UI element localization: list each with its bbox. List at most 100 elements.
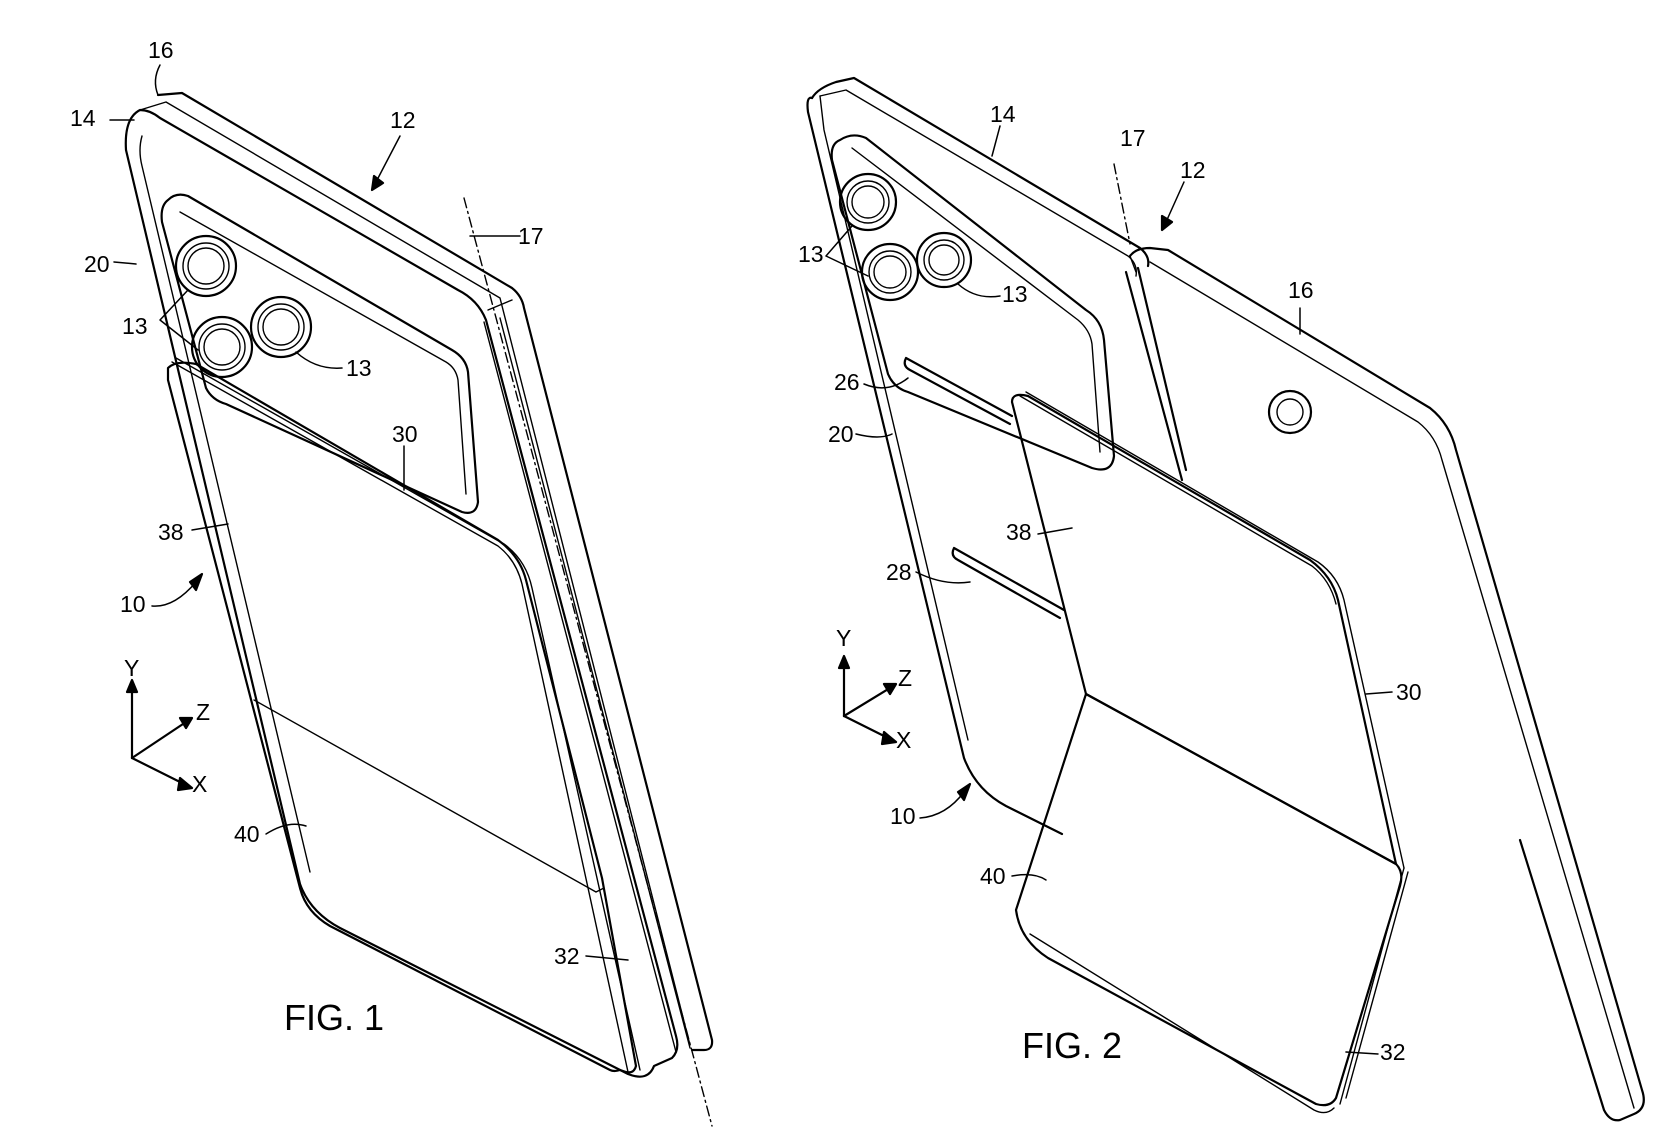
fig1-panel-16-inner-edge xyxy=(139,101,691,1046)
fig2-label-13b: 13 xyxy=(1002,281,1028,307)
fig1-label-13b: 13 xyxy=(346,355,372,381)
fig2-kickstand-38 xyxy=(1010,393,1398,866)
fig2-label-16: 16 xyxy=(1288,277,1314,303)
fig1-kickstand-30 xyxy=(166,361,638,1074)
fig2-panel-16 xyxy=(1128,246,1645,1122)
fig1-lead-13b xyxy=(295,351,343,369)
fig2-axis-label-x: X xyxy=(896,727,911,753)
fig2-kickstand-38-layer-1 xyxy=(1019,395,1337,605)
fig1-label-38: 38 xyxy=(158,519,184,545)
fig2-lead-38 xyxy=(1037,527,1073,535)
fig1-label-30: 30 xyxy=(392,421,418,447)
fig1-lens-3 xyxy=(249,295,313,359)
fig2-camera-module-inner xyxy=(851,147,1101,453)
fig2-label-10: 10 xyxy=(890,803,916,829)
fig1-arrow-12 xyxy=(370,174,385,192)
fig1-caption: FIG. 1 xyxy=(284,997,384,1038)
fig2-rear-lens xyxy=(1267,389,1313,435)
fig1-lead-40 xyxy=(265,823,307,835)
fig2-lead-28 xyxy=(915,571,971,584)
fig1-camera-module xyxy=(160,193,480,514)
fig2-label-26: 26 xyxy=(834,369,860,395)
fig1-kickstand-layer-1 xyxy=(171,361,629,1073)
fig2-lead-12 xyxy=(1165,181,1185,223)
fig2-housing-20 xyxy=(806,96,1064,836)
fig2-arrow-12 xyxy=(1160,214,1174,232)
fig1-label-17: 17 xyxy=(518,223,544,249)
fig2-label-13a: 13 xyxy=(798,241,824,267)
fig2-label-30: 30 xyxy=(1396,679,1422,705)
fig1-lead-12 xyxy=(375,135,401,183)
fig2-camera-module xyxy=(830,134,1116,471)
fig1-housing-20 xyxy=(124,108,679,1078)
fig1-kickstand-layer-2 xyxy=(175,357,641,1071)
fig2-label-40: 40 xyxy=(980,863,1006,889)
fig2-label-32: 32 xyxy=(1380,1039,1406,1065)
fig1-hinge-line xyxy=(483,299,677,1053)
fig1-label-32: 32 xyxy=(554,943,580,969)
fig2-label-12: 12 xyxy=(1180,157,1206,183)
fig2-kickstand-40-layer-2 xyxy=(1345,871,1409,1099)
fig1-lead-16 xyxy=(154,64,161,96)
fig2-label-17: 17 xyxy=(1120,125,1146,151)
fig1-axis-17 xyxy=(463,197,713,1127)
fig2-label-28: 28 xyxy=(886,559,912,585)
fig2-lens-2 xyxy=(860,242,920,302)
fig1-lead-20 xyxy=(113,261,137,265)
fig2-lead-20 xyxy=(855,433,893,438)
fig1-panel-16 xyxy=(156,91,714,1052)
fig1-lens-1 xyxy=(174,234,238,298)
fig2-arrow-10 xyxy=(956,782,972,802)
fig2-lead-32 xyxy=(1345,1051,1379,1055)
fig2-housing-14-top xyxy=(810,76,1150,268)
fig2-lead-30 xyxy=(1365,691,1393,695)
fig1-label-13a: 13 xyxy=(122,313,148,339)
fig2-axis-label-z: Z xyxy=(898,665,912,691)
fig2-slot-26 xyxy=(903,356,1014,426)
fig1-camera-module-inner xyxy=(179,211,467,495)
fig2-lead-10 xyxy=(919,791,965,819)
fig2-panel-16-edge xyxy=(1129,255,1137,273)
fig2-kickstand-38-layer-2 xyxy=(1025,391,1405,869)
fig1-lead-13a xyxy=(159,289,199,351)
fig1-label-20: 20 xyxy=(84,251,110,277)
fig2-housing-20-inner xyxy=(819,95,969,741)
fig2-slot-28 xyxy=(951,546,1066,620)
fig2-lead-13b xyxy=(957,283,1001,298)
fig2-housing-14-top-inner xyxy=(819,89,1138,277)
fig1-label-14: 14 xyxy=(70,105,96,131)
fig2-lens-3 xyxy=(915,231,973,289)
figure-2: 14 17 12 13 13 16 26 20 38 28 30 10 40 3… xyxy=(798,76,1645,1122)
fig1-lead-10 xyxy=(151,581,197,607)
fig2-axis-label-y: Y xyxy=(836,625,851,651)
fig2-hinge-edge xyxy=(1124,266,1188,482)
fig1-housing-inner-edge xyxy=(139,135,311,873)
fig2-lens-1 xyxy=(838,172,898,232)
fig2-panel-16-inner xyxy=(1149,261,1635,1109)
fig2-label-38: 38 xyxy=(1006,519,1032,545)
fig1-axis-label-z: Z xyxy=(196,699,210,725)
fig2-lead-14 xyxy=(991,125,1001,157)
fig1-fold-line xyxy=(253,699,605,893)
fig1-lead-32 xyxy=(585,955,629,961)
fig2-lead-13a xyxy=(825,225,869,277)
fig2-lead-40 xyxy=(1011,873,1047,881)
fig1-label-10: 10 xyxy=(120,591,146,617)
fig2-label-14: 14 xyxy=(990,101,1016,127)
fig2-axis-17 xyxy=(1113,163,1131,245)
fig1-arrow-10 xyxy=(188,572,204,592)
fig1-coordinate-axes xyxy=(125,678,194,792)
fig1-label-16: 16 xyxy=(148,37,174,63)
fig2-kickstand-40 xyxy=(1014,692,1403,1107)
fig2-lead-26 xyxy=(863,377,909,389)
fig1-axis-label-x: X xyxy=(192,771,207,797)
fig1-lead-38 xyxy=(191,523,229,531)
fig1-lens-2 xyxy=(190,315,254,379)
fig1-label-40: 40 xyxy=(234,821,260,847)
fig2-kickstand-40-layer-3 xyxy=(1339,867,1405,1105)
fig2-kickstand-40-layer-1 xyxy=(1029,933,1335,1114)
fig1-axis-label-y: Y xyxy=(124,655,139,681)
fig2-coordinate-axes xyxy=(837,654,898,746)
figure-1: 16 14 12 17 20 13 13 30 38 10 40 32 Y Z … xyxy=(70,37,714,1127)
